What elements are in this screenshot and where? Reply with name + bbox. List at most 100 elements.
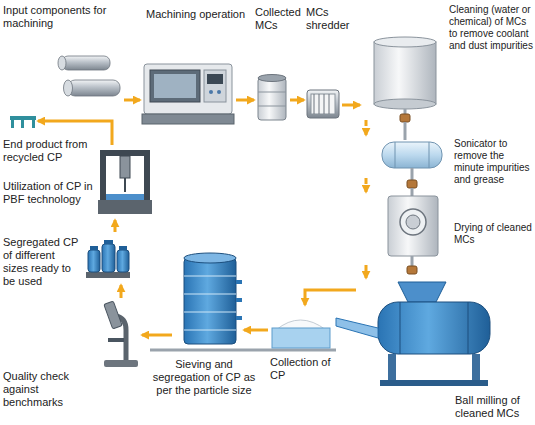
pbf-printer [120,156,130,178]
ball-mill [388,354,396,382]
cnc-lathe [217,90,221,94]
microscope [104,301,122,329]
flow-arrow [142,334,172,337]
step-label: Sieving and segregation of CP as per the… [146,358,262,397]
flow-arrow [365,120,368,135]
step-label: Drying of cleaned MCs [454,222,534,246]
sieve-stack [184,312,236,313]
sieve-stack [184,258,236,344]
sonicator [407,180,417,188]
cnc-lathe [209,90,213,94]
sonicator [382,122,442,188]
dryer [400,209,426,235]
ball-mill [468,302,469,354]
workpiece-cylinders [58,56,120,96]
workpiece-cylinders [62,56,110,70]
cleaning-tank [374,99,436,109]
sieve-stack [184,253,236,263]
ball-mill [336,318,378,338]
collection-bin: Collected MCs [254,72,290,122]
powder-jars [86,272,130,278]
cnc-lathe [154,74,196,98]
dryer [407,266,417,274]
dryer [388,188,438,274]
sonicator [404,122,407,140]
flow-arrow [290,99,304,102]
pbf-printer [100,150,150,156]
chip-barrel [258,106,286,107]
flow-arrow [365,265,368,278]
pbf-printer [124,178,126,192]
step-label: Input components for machining [3,4,123,30]
powder-jars [88,250,100,272]
powder-jars [90,246,98,250]
ball-mill [378,302,490,354]
cnc-lathe [144,64,232,114]
flow-arrow [120,285,123,298]
powder-tub [272,328,330,348]
cleaning-tank [400,114,410,122]
step-label: Sonicator to remove the minute impuritie… [454,138,534,186]
drying-step: Drying of cleaned MCs [358,192,450,265]
comb-part [11,120,14,128]
chip-barrel [258,92,286,93]
shredder [314,94,315,114]
shredder [324,94,325,114]
workpiece-cylinders [58,56,66,70]
comb-part [21,120,24,128]
microscope [104,301,138,367]
ball-mill [398,282,446,302]
sieve-stack [236,280,242,284]
dryer [411,188,414,196]
powder-tub [272,320,330,348]
ball-milling-step: Ball milling of cleaned MCs [356,278,500,388]
chip-barrel [258,75,286,121]
microscope [108,338,124,342]
shredder [319,94,320,114]
step-label: MCs shredder [306,6,358,32]
machining-step: Machining operation [140,55,236,128]
powder-collection: Collection of CP [268,305,332,348]
sonication-step: Sonicator to remove the minute impuritie… [358,135,450,178]
powder-jars [104,240,113,244]
ball-mill [380,380,488,386]
powder-jars [102,244,115,272]
step-label: Quality check against benchmarks [3,370,99,409]
end-product: End product from recycled CP [6,113,38,130]
input-parts: Input components for machining [58,50,124,108]
comb-part [10,116,36,128]
step-label: Collected MCs [255,6,303,32]
cnc-lathe [204,70,226,102]
step-label: Cleaning (water or chemical) of MCs to r… [449,4,534,52]
cnc-lathe [142,64,234,124]
flow-arrow [124,99,140,102]
pbf-printer [98,200,152,214]
shredder [307,90,339,118]
flow-arrow [365,178,368,192]
shelf [150,349,336,352]
pbf-step: Utilization of CP in PBF technology [95,145,155,220]
pbf-printer [98,150,152,214]
pbf-printer [106,194,144,200]
comb-part [32,120,35,128]
cleaning-step: Cleaning (water or chemical) of MCs to r… [360,36,444,120]
ball-mill [472,354,480,382]
flow-arrow [244,329,268,332]
step-label: End product from recycled CP [3,138,95,164]
step-label: Segregated CP of different sizes ready t… [3,236,81,288]
segregated-powder: Segregated CP of different sizes ready t… [82,232,134,285]
ball-mill [400,302,401,354]
dryer [388,196,438,256]
sieve-stack [184,276,236,277]
shredder [311,94,335,114]
sieve-stack [236,316,242,320]
workpiece-cylinders [68,80,120,96]
flow-arrow [236,99,254,102]
cleaning-tank [374,42,436,104]
cleaning-tank [374,37,436,47]
ball-mill [336,282,490,386]
step-label: Collection of CP [270,356,336,382]
